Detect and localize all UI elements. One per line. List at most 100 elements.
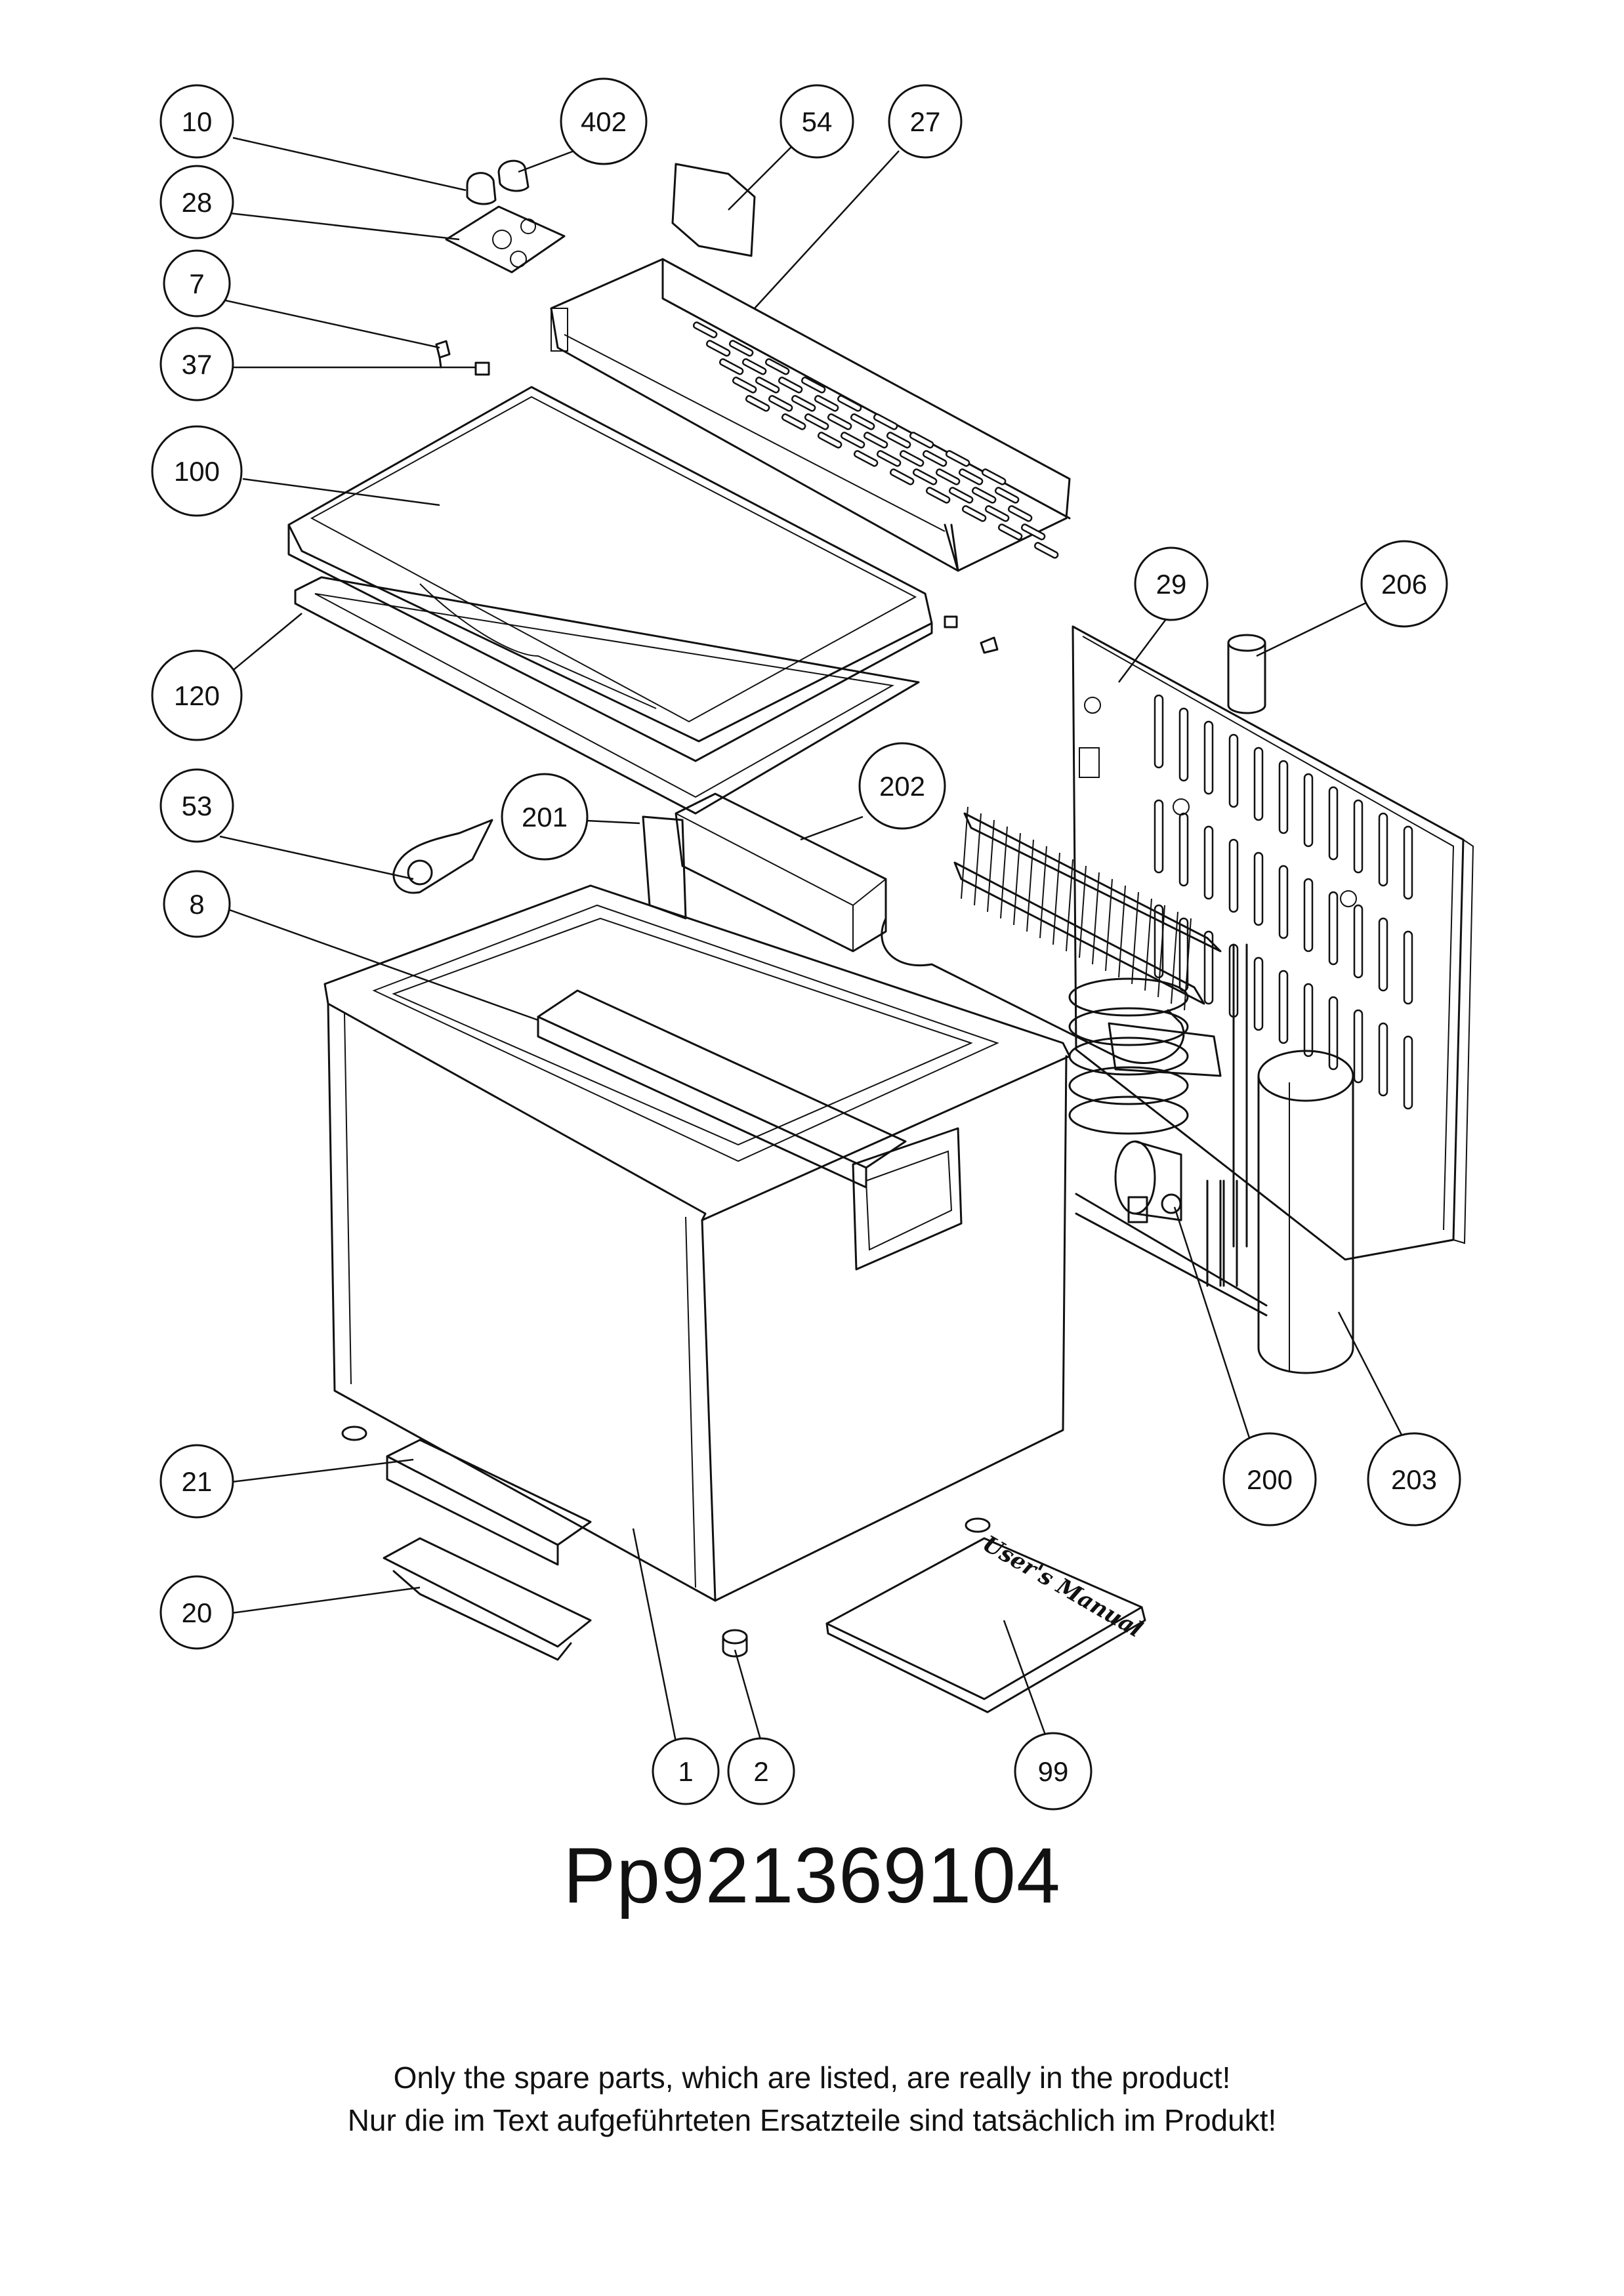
callout-p402: 402 [560,77,648,165]
grille-slot [837,395,862,412]
grille-slot [732,377,757,394]
vent-slot [1328,996,1339,1071]
callout-p7: 7 [163,249,231,318]
grille-slot [981,468,1007,485]
grille-slot [935,468,961,485]
callout-label: 10 [182,106,213,137]
vent-slot [1353,799,1364,874]
vent-slot [1328,891,1339,966]
callout-p20: 20 [159,1575,234,1650]
grille-slot [1033,542,1059,559]
cooling-unit [881,806,1268,1317]
grille-slot [984,505,1010,522]
vent-slot [1278,865,1289,939]
grille-slot [945,450,970,467]
vent-slot [1378,917,1388,992]
callout-p53: 53 [159,768,234,843]
condenser-fin [1131,892,1139,985]
vent-slot [1154,694,1164,769]
callout-p100: 100 [151,425,243,517]
evaporator-bracket [642,815,687,920]
callout-label: 27 [910,106,941,137]
vent-slot [1303,773,1314,848]
callout-p2: 2 [727,1737,795,1805]
callout-p206: 206 [1360,540,1448,628]
manual-cover-text: User's Manual [978,1530,1147,1643]
grille-slot [971,487,997,504]
vent-slot [1253,956,1264,1031]
grille-slot [997,523,1023,541]
callout-label: 201 [522,802,568,832]
vent-slot [1178,812,1189,887]
condenser-fin [1013,832,1021,926]
grille-slot [768,395,793,412]
screws [435,340,999,654]
grille-slot [755,377,780,394]
callout-label: 203 [1391,1464,1437,1495]
grille-slot [889,468,915,485]
condenser-fin [1052,852,1060,945]
callout-label: 206 [1381,569,1427,600]
vent-slot [1178,707,1189,782]
callout-p200: 200 [1222,1432,1317,1527]
evaporator [675,792,887,953]
grille-slot [718,358,744,375]
vent-slot [1378,812,1388,887]
callout-p8: 8 [163,870,231,938]
grille-slot [909,432,934,449]
grille-slot [705,340,731,357]
vent-slot [1353,904,1364,979]
vent-slot [1278,970,1289,1044]
grille-slot [873,413,898,430]
grille-slot [994,487,1020,504]
condenser-fin [1105,878,1113,972]
condenser-fin [1118,885,1126,978]
callout-label: 29 [1156,569,1187,600]
grille-slot [817,432,843,449]
callout-p202: 202 [858,742,946,830]
callout-p203: 203 [1367,1432,1461,1527]
control-plate [445,205,566,274]
vent-slot [1403,930,1413,1005]
vent-slot [1228,733,1239,808]
lid-gasket [294,576,920,815]
callout-label: 54 [802,106,833,137]
cover-plate [671,163,756,257]
absorber-coil [1068,1066,1189,1105]
vent-slot [1203,720,1214,795]
condenser-fin [1092,872,1100,965]
grille-slot [814,395,839,412]
condenser-fin [987,819,995,912]
vent-slot [1228,838,1239,913]
grille-slot [728,340,754,357]
condenser-fin [961,806,968,899]
condenser-fin [1066,859,1073,952]
vent-slot [1303,878,1314,953]
vent-slot [1328,786,1339,861]
grille-slot [912,468,938,485]
vent-slot [1203,825,1214,900]
grille-slot [741,358,767,375]
users-manual: User's Manual [825,1530,1147,1713]
condenser-fin [1026,839,1034,932]
callout-label: 37 [182,349,213,380]
callout-p99: 99 [1014,1732,1093,1811]
condenser-fin [1039,846,1047,939]
chimney [1227,634,1266,714]
callout-p1: 1 [652,1737,720,1805]
drip-tray [383,1537,592,1661]
grille-slot [827,413,852,430]
grille-slot [922,450,947,467]
grille-slot [899,450,925,467]
feet [341,1425,991,1658]
callout-p201: 201 [501,773,589,861]
grille-slot [925,487,951,504]
grille-slot [791,395,816,412]
document-number: Pp921369104 [563,1832,1061,1919]
vent-slot [1403,825,1413,900]
callout-label: 7 [189,268,204,299]
leader-lines [216,136,1405,1742]
grille-slot [764,358,790,375]
spare-parts-note-english: Only the spare parts, which are listed, … [393,2060,1231,2095]
grille-slot [840,432,865,449]
